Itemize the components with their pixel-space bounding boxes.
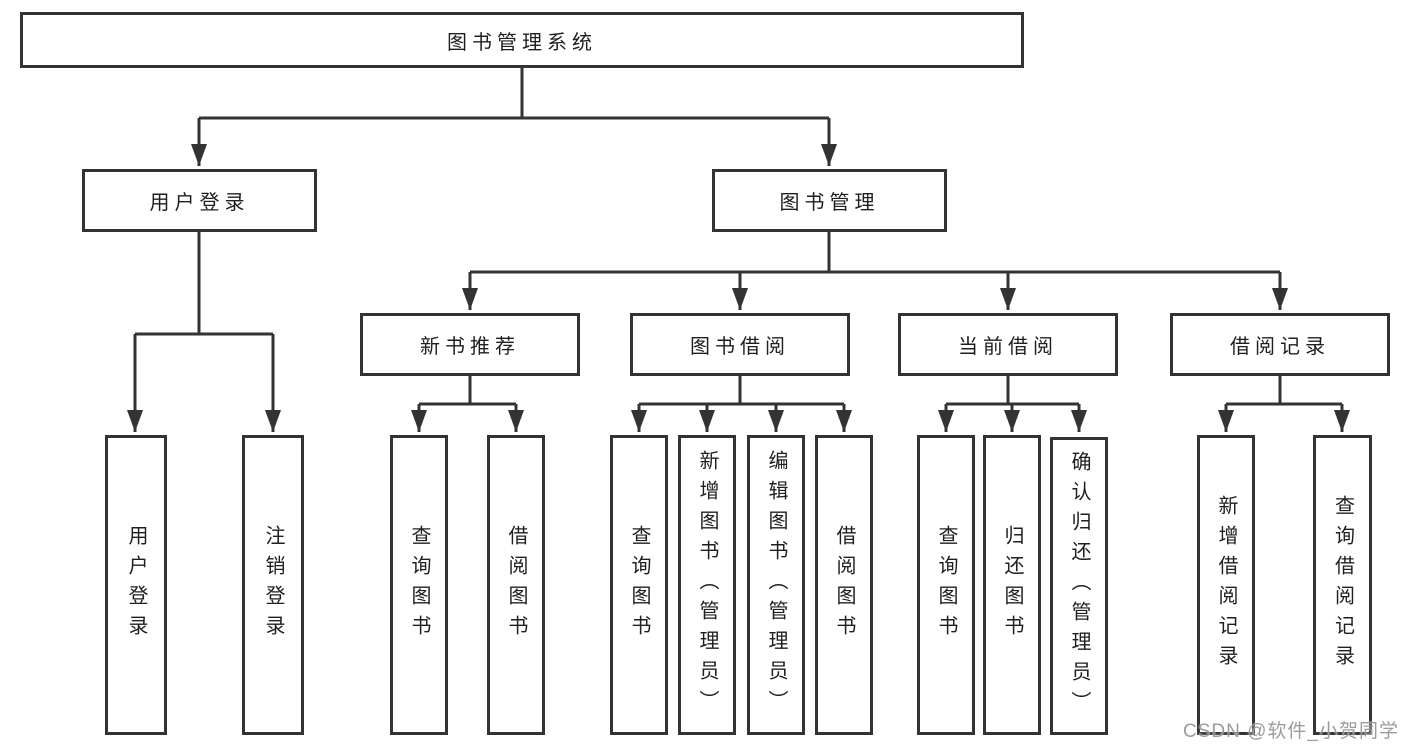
node-label: 借阅记录 xyxy=(1230,336,1330,358)
node-label: 查询图书 xyxy=(408,525,430,645)
node-borrowing-records: 借阅记录 xyxy=(1170,313,1390,376)
node-bb-borrow-books: 借阅图书 xyxy=(815,435,873,735)
node-book-borrowing: 图书借阅 xyxy=(630,313,850,376)
node-current-borrowing: 当前借阅 xyxy=(898,313,1118,376)
node-logout: 注销登录 xyxy=(242,435,304,735)
node-bb-query-books: 查询图书 xyxy=(610,435,668,735)
node-cb-query-books: 查询图书 xyxy=(917,435,975,735)
node-label: 当前借阅 xyxy=(958,336,1058,358)
node-br-add-record: 新增借阅记录 xyxy=(1197,435,1255,735)
node-label: 图书管理系统 xyxy=(447,31,597,54)
node-label: 借阅图书 xyxy=(833,525,855,645)
node-nbr-query-books: 查询图书 xyxy=(390,435,448,735)
node-label: 查询图书 xyxy=(935,525,957,645)
node-bb-add-books-admin: 新增图书（管理员） xyxy=(678,435,736,735)
node-label: 查询图书 xyxy=(628,525,650,645)
node-label: 归还图书 xyxy=(1001,525,1023,645)
node-label: 图书管理 xyxy=(779,192,880,214)
node-bb-edit-books-admin: 编辑图书（管理员） xyxy=(747,435,805,735)
node-br-query-record: 查询借阅记录 xyxy=(1313,435,1372,735)
node-label: 查询借阅记录 xyxy=(1331,495,1354,675)
node-label: 用户登录 xyxy=(125,525,147,645)
watermark-text: CSDN @软件_小贺同学 xyxy=(1183,721,1399,742)
node-label: 新增图书（管理员） xyxy=(696,450,718,720)
node-label: 编辑图书（管理员） xyxy=(765,450,787,720)
node-user-login-branch: 用户登录 xyxy=(82,169,317,232)
node-label: 用户登录 xyxy=(149,192,250,214)
node-label: 新增借阅记录 xyxy=(1215,495,1237,675)
node-label: 确认归还（管理员） xyxy=(1068,451,1090,721)
node-label: 新书推荐 xyxy=(420,336,520,358)
node-user-login-leaf: 用户登录 xyxy=(105,435,167,735)
node-label: 借阅图书 xyxy=(505,525,527,645)
node-book-management: 图书管理 xyxy=(712,169,947,232)
node-nbr-borrow-books: 借阅图书 xyxy=(487,435,545,735)
node-cb-confirm-return-admin: 确认归还（管理员） xyxy=(1050,437,1108,735)
node-library-system: 图书管理系统 xyxy=(20,12,1024,68)
node-cb-return-books: 归还图书 xyxy=(983,435,1041,735)
node-label: 图书借阅 xyxy=(690,336,790,358)
node-new-book-recommend: 新书推荐 xyxy=(360,313,580,376)
node-label: 注销登录 xyxy=(262,525,284,645)
